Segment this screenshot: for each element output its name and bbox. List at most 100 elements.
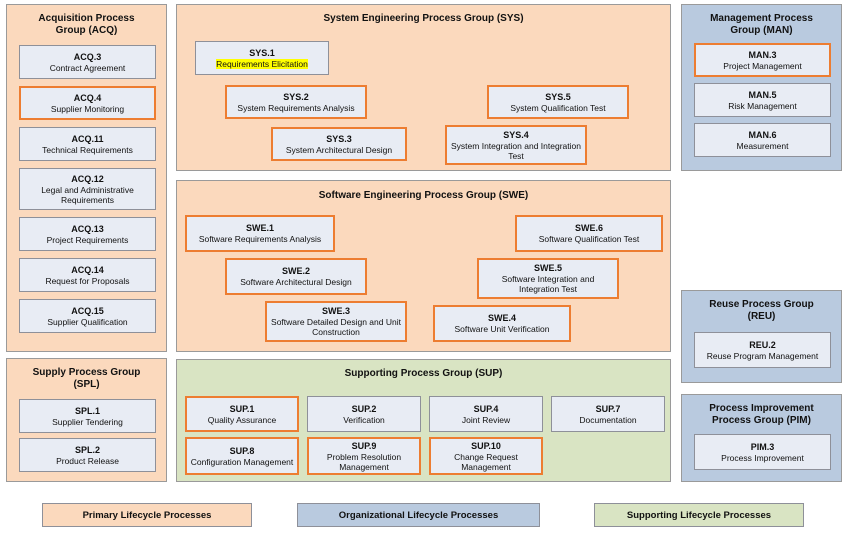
process-name: Request for Proposals: [45, 275, 130, 286]
process-box-sys-4[interactable]: SYS.4 System Integration and Integration…: [445, 125, 587, 165]
process-box-swe-1[interactable]: SWE.1 Software Requirements Analysis: [185, 215, 335, 252]
process-box-swe-2[interactable]: SWE.2 Software Architectural Design: [225, 258, 367, 295]
group-title-acq-line2: Group (ACQ): [55, 25, 118, 36]
group-title-spl: Supply Process Group (SPL): [7, 367, 166, 391]
process-box-sup-8[interactable]: SUP.8 Configuration Management: [185, 437, 299, 475]
process-id: PIM.3: [750, 441, 775, 452]
group-panel-spl: Supply Process Group (SPL) SPL.1 Supplie…: [6, 358, 167, 482]
group-title-reu: Reuse Process Group (REU): [682, 299, 841, 323]
process-id: ACQ.3: [73, 51, 102, 62]
group-panel-swe: Software Engineering Process Group (SWE)…: [176, 180, 671, 352]
process-id: SYS.3: [326, 133, 352, 144]
process-id: ACQ.13: [71, 223, 104, 234]
process-id: MAN.3: [748, 49, 777, 60]
process-id: SUP.1: [229, 403, 255, 414]
process-box-acq-4[interactable]: ACQ.4 Supplier Monitoring: [19, 86, 156, 120]
process-id: SYS.1: [249, 47, 275, 58]
process-name: Risk Management: [728, 100, 797, 111]
process-box-reu-2[interactable]: REU.2 Reuse Program Management: [694, 332, 831, 368]
process-box-swe-4[interactable]: SWE.4 Software Unit Verification: [433, 305, 571, 342]
group-title-man-line2: Group (MAN): [730, 25, 793, 36]
process-name: Verification: [343, 414, 385, 425]
process-box-swe-6[interactable]: SWE.6 Software Qualification Test: [515, 215, 663, 252]
group-panel-sys: System Engineering Process Group (SYS) S…: [176, 4, 671, 171]
process-box-sys-5[interactable]: SYS.5 System Qualification Test: [487, 85, 629, 119]
process-name: Contract Agreement: [49, 62, 126, 73]
process-id: ACQ.4: [73, 92, 102, 103]
process-box-sup-4[interactable]: SUP.4 Joint Review: [429, 396, 543, 432]
group-title-sys-line1: System Engineering Process Group (SYS): [323, 13, 524, 24]
process-name: Reuse Program Management: [706, 350, 819, 361]
process-name: Requirements Elicitation: [216, 58, 308, 69]
process-name: Project Requirements: [46, 234, 129, 245]
process-id: SUP.4: [473, 403, 499, 414]
process-box-acq-11[interactable]: ACQ.11 Technical Requirements: [19, 127, 156, 161]
group-title-man-line1: Management Process: [710, 13, 813, 24]
process-name: System Requirements Analysis: [237, 102, 355, 113]
process-id: SYS.5: [545, 91, 571, 102]
process-id: SWE.6: [574, 223, 603, 233]
process-box-acq-12[interactable]: ACQ.12 Legal and Administrative Requirem…: [19, 168, 156, 210]
legend-item-organizational: Organizational Lifecycle Processes: [297, 503, 540, 527]
process-box-sup-7[interactable]: SUP.7 Documentation: [551, 396, 665, 432]
process-name: Configuration Management: [190, 456, 294, 467]
group-panel-pim: Process Improvement Process Group (PIM) …: [681, 394, 842, 482]
process-box-acq-15[interactable]: ACQ.15 Supplier Qualification: [19, 299, 156, 333]
process-id: ACQ.15: [71, 305, 104, 316]
process-id: ACQ.11: [71, 133, 104, 144]
process-name: System Architectural Design: [285, 144, 393, 155]
legend-item-primary: Primary Lifecycle Processes: [42, 503, 252, 527]
group-title-acq-line1: Acquisition Process: [38, 13, 135, 24]
legend-item-supporting: Supporting Lifecycle Processes: [594, 503, 804, 527]
process-box-spl-1[interactable]: SPL.1 Supplier Tendering: [19, 399, 156, 433]
process-box-swe-5[interactable]: SWE.5 Software Integration and Integrati…: [477, 258, 619, 299]
process-id: SPL.2: [74, 444, 100, 455]
process-box-sup-1[interactable]: SUP.1 Quality Assurance: [185, 396, 299, 432]
process-box-sup-10[interactable]: SUP.10 Change Request Management: [429, 437, 543, 475]
process-box-acq-14[interactable]: ACQ.14 Request for Proposals: [19, 258, 156, 292]
process-name: Joint Review: [461, 414, 511, 425]
process-box-acq-13[interactable]: ACQ.13 Project Requirements: [19, 217, 156, 251]
process-name: Software Integration and Integration Tes…: [501, 274, 595, 294]
process-name: System Qualification Test: [510, 102, 606, 113]
group-panel-reu: Reuse Process Group (REU) REU.2 Reuse Pr…: [681, 290, 842, 383]
process-box-spl-2[interactable]: SPL.2 Product Release: [19, 438, 156, 472]
process-name: Product Release: [56, 455, 119, 466]
process-box-man-5[interactable]: MAN.5 Risk Management: [694, 83, 831, 117]
process-id: SWE.3: [321, 306, 350, 316]
process-box-acq-3[interactable]: ACQ.3 Contract Agreement: [19, 45, 156, 79]
process-id: MAN.6: [748, 129, 777, 140]
process-id: REU.2: [749, 339, 776, 350]
process-box-sys-1[interactable]: SYS.1 Requirements Elicitation: [195, 41, 329, 75]
process-name: Project Management: [723, 60, 802, 71]
process-name: Software Detailed Design and Unit Constr…: [271, 317, 401, 337]
process-box-sup-9[interactable]: SUP.9 Problem Resolution Management: [307, 437, 421, 475]
process-name: Documentation: [579, 414, 637, 425]
process-id: SUP.9: [351, 440, 377, 451]
process-name: Software Architectural Design: [240, 277, 352, 287]
group-panel-man: Management Process Group (MAN) MAN.3 Pro…: [681, 4, 842, 171]
process-id: SWE.4: [487, 313, 516, 323]
process-box-sys-2[interactable]: SYS.2 System Requirements Analysis: [225, 85, 367, 119]
process-box-swe-3[interactable]: SWE.3 Software Detailed Design and Unit …: [265, 301, 407, 342]
process-box-sys-3[interactable]: SYS.3 System Architectural Design: [271, 127, 407, 161]
process-name: System Integration and Integration Test: [451, 140, 581, 161]
group-title-acq: Acquisition Process Group (ACQ): [7, 13, 166, 37]
group-panel-sup: Supporting Process Group (SUP) SUP.1 Qua…: [176, 359, 671, 482]
process-id: SYS.2: [283, 91, 309, 102]
group-title-swe-line1: Software Engineering Process Group (SWE): [318, 190, 529, 201]
process-id: ACQ.14: [71, 264, 104, 275]
process-box-man-3[interactable]: MAN.3 Project Management: [694, 43, 831, 77]
group-title-pim-line1: Process Improvement: [709, 403, 814, 414]
process-box-man-6[interactable]: MAN.6 Measurement: [694, 123, 831, 157]
process-name: Legal and Administrative Requirements: [41, 184, 134, 205]
process-box-sup-2[interactable]: SUP.2 Verification: [307, 396, 421, 432]
process-name: Problem Resolution Management: [326, 451, 402, 472]
process-name: Measurement: [736, 140, 789, 151]
group-panel-acq: Acquisition Process Group (ACQ) ACQ.3 Co…: [6, 4, 167, 352]
process-id: SWE.2: [281, 266, 310, 276]
process-id: MAN.5: [748, 89, 777, 100]
process-name: Change Request Management: [454, 451, 518, 472]
process-box-pim-3[interactable]: PIM.3 Process Improvement: [694, 434, 831, 470]
